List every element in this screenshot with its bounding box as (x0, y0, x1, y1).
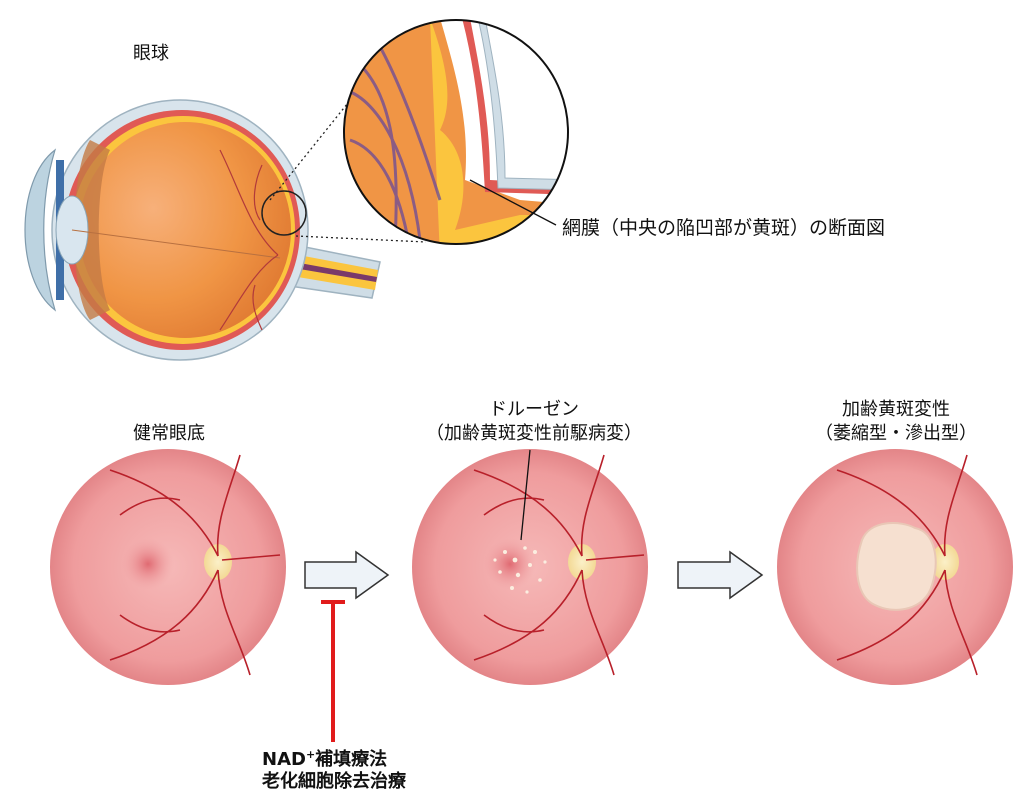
fundus-healthy (50, 449, 286, 685)
fundus-drusen (412, 449, 648, 685)
stage-amd-label-line1: 加齢黄斑変性 (842, 398, 950, 422)
inhibition-symbol (321, 602, 345, 742)
retina-cross-section (340, 18, 580, 258)
macula (484, 538, 536, 590)
eyeball-label: 眼球 (133, 42, 169, 66)
atrophy-lesion (857, 523, 935, 610)
treatment-senolytic: 老化細胞除去治療 (262, 770, 406, 794)
cornea (25, 150, 55, 310)
progression-arrow-2 (678, 552, 762, 598)
treatment-nad-main: NAD (262, 749, 306, 770)
vitreous-body (79, 122, 291, 338)
stage-healthy-label: 健常眼底 (133, 422, 205, 446)
treatment-nad-sup: + (306, 748, 315, 761)
treatment-nad-rest: 補填療法 (315, 749, 387, 770)
progression-arrow-1 (305, 552, 388, 598)
eyeball-illustration (25, 100, 380, 360)
stage-drusen-label-line2: （加齢黄斑変性前駆病変） (426, 422, 642, 446)
macula (122, 538, 174, 590)
treatment-nad: NAD+補填療法 (262, 748, 387, 772)
stage-drusen-label-line1: ドルーゼン (489, 398, 579, 422)
stage-amd-label-line2: （萎縮型・滲出型） (815, 422, 977, 446)
fundus-amd (777, 449, 1013, 685)
retina-callout-label: 網膜（中央の陥凹部が黄斑）の断面図 (562, 216, 885, 240)
zoom-guide-bottom (296, 236, 426, 242)
